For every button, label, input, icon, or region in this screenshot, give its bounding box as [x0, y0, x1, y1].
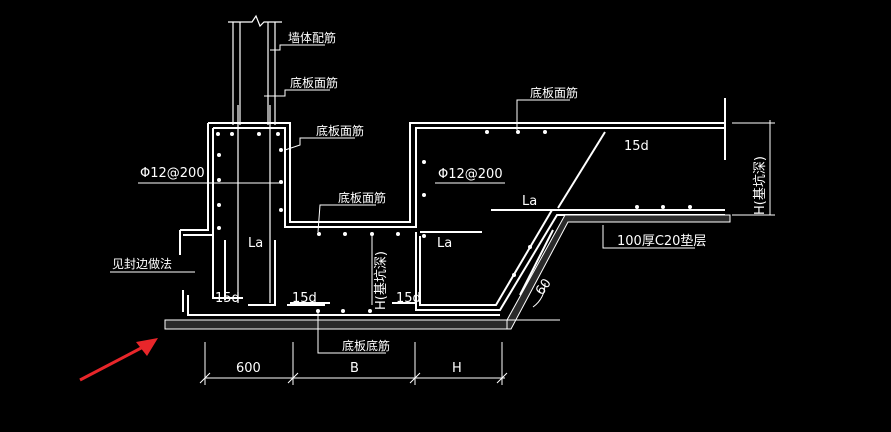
- d15-label-3: 15d: [396, 291, 421, 306]
- wall-outline: [228, 14, 282, 303]
- dimension-lines: [199, 120, 775, 385]
- d15-label-top: 15d: [624, 139, 649, 154]
- footing-outline: [179, 98, 726, 312]
- slab-top-label-1: 底板面筋: [290, 75, 338, 90]
- la-label-3: La: [522, 194, 537, 209]
- bedding-label: 100厚C20垫层: [617, 233, 706, 249]
- pit-depth-label: H(基坑深): [753, 156, 768, 215]
- d15-label-1: 15d: [215, 291, 240, 306]
- dim-600: 600: [236, 361, 261, 376]
- slab-depth-label: H(基坑深): [374, 251, 389, 310]
- slab-top-label-4: 底板面筋: [530, 85, 578, 100]
- waterproof-note: 见封边做法: [112, 256, 172, 271]
- rebar-spec-left: Φ12@200: [140, 166, 205, 181]
- callout-arrow: [79, 338, 158, 382]
- dim-b: B: [350, 361, 359, 376]
- slab-bottom-label: 底板底筋: [342, 338, 390, 353]
- rebar-spec-right: Φ12@200: [438, 167, 503, 182]
- slab-top-label-2: 底板面筋: [316, 123, 364, 138]
- wall-rebar-label: 墙体配筋: [288, 30, 336, 45]
- leader-lines: [110, 44, 695, 354]
- d15-label-2: 15d: [292, 291, 317, 306]
- inner-rebar: [187, 235, 500, 316]
- rebar-dots: [216, 130, 692, 313]
- slant-rebar: [491, 131, 606, 296]
- dim-h: H: [452, 361, 462, 376]
- la-label-2: La: [437, 236, 452, 251]
- slab-top-label-3: 底板面筋: [338, 190, 386, 205]
- bedding-layer: [164, 214, 731, 330]
- la-label-1: La: [248, 236, 263, 251]
